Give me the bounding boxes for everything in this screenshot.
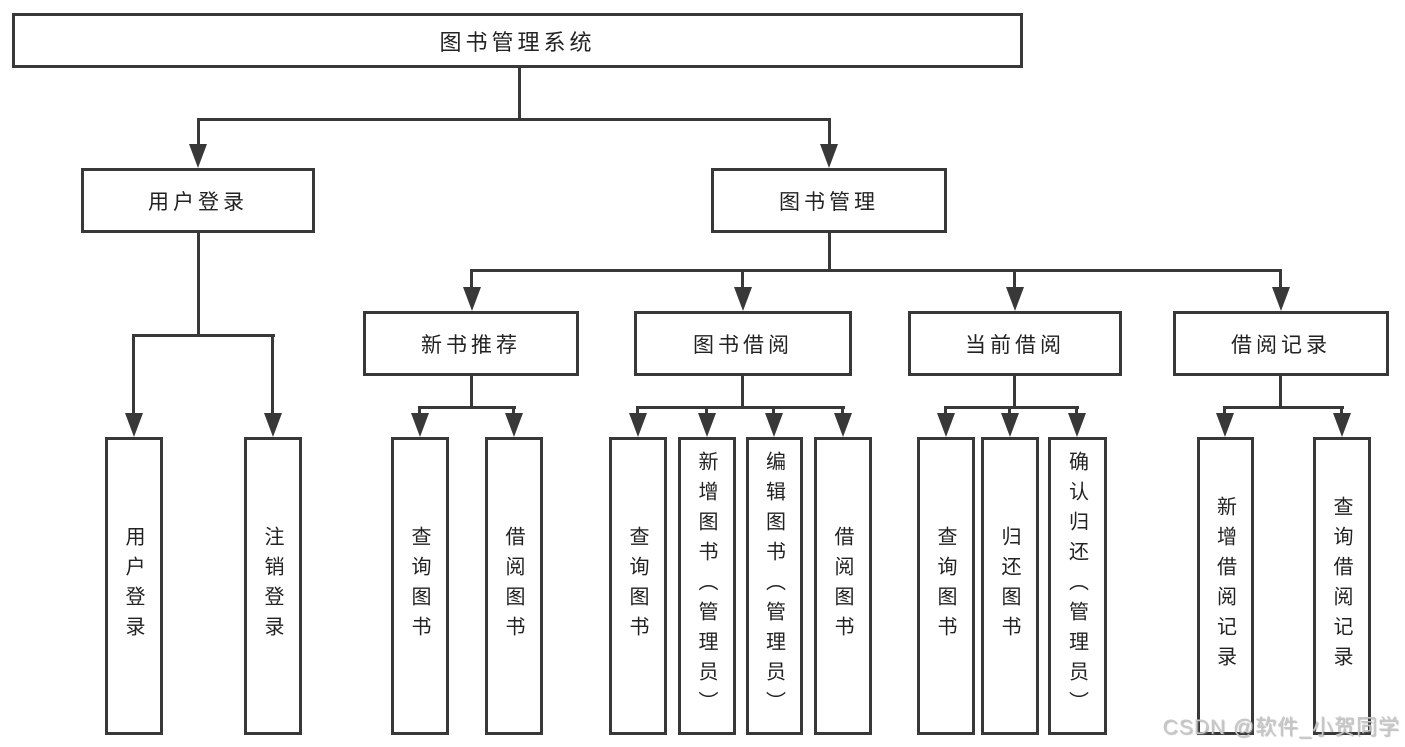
leaf-add-book-admin: 新增图书（管理员） [678, 437, 736, 735]
leaf-logout: 注销登录 [244, 437, 302, 735]
connector-line [197, 118, 200, 146]
connector-line [944, 406, 947, 415]
arrow-down-icon [505, 413, 523, 437]
arrow-down-icon [629, 413, 647, 437]
arrow-down-icon [463, 287, 481, 311]
arrow-down-icon [125, 413, 143, 437]
connector-line [828, 118, 831, 146]
leaf-query-borrow-record: 查询借阅记录 [1313, 437, 1371, 735]
connector-line [518, 66, 521, 120]
connector-line [470, 269, 473, 293]
node-library-management-system: 图书管理系统 [12, 13, 1023, 68]
connector-line [132, 334, 135, 416]
arrow-down-icon [765, 413, 783, 437]
connector-line [132, 334, 275, 337]
connector-line [512, 406, 515, 415]
leaf-add-borrow-record: 新增借阅记录 [1197, 437, 1254, 735]
connector-line [197, 233, 200, 336]
connector-line [944, 406, 1079, 409]
connector-line [772, 406, 775, 415]
connector-line [271, 334, 274, 416]
arrow-down-icon [698, 413, 716, 437]
connector-line [841, 406, 844, 415]
leaf-query-books-borrowing: 查询图书 [609, 437, 667, 735]
arrow-down-icon [189, 144, 207, 168]
connector-line [418, 406, 421, 415]
arrow-down-icon [834, 413, 852, 437]
connector-line [1013, 375, 1016, 408]
connector-line [470, 375, 473, 408]
arrow-down-icon [1333, 413, 1351, 437]
watermark-text: CSDN @软件_小贺同学 [1162, 716, 1400, 739]
connector-line [1075, 406, 1078, 415]
arrow-down-icon [1006, 287, 1024, 311]
node-book-management: 图书管理 [711, 168, 947, 233]
arrow-down-icon [1001, 413, 1019, 437]
connector-line [1279, 269, 1282, 293]
leaf-query-books-recommend: 查询图书 [391, 437, 449, 735]
connector-line [470, 269, 1282, 272]
connector-line [705, 406, 708, 415]
leaf-confirm-return-admin: 确认归还（管理员） [1048, 437, 1107, 735]
connector-line [828, 233, 831, 272]
leaf-user-login: 用户登录 [105, 437, 163, 735]
connector-line [197, 118, 831, 121]
connector-line [636, 406, 639, 415]
arrow-down-icon [1272, 287, 1290, 311]
node-book-borrowing: 图书借阅 [634, 311, 852, 376]
leaf-borrow-books-borrowing: 借阅图书 [814, 437, 872, 735]
connector-line [1008, 406, 1011, 415]
arrow-down-icon [1216, 413, 1234, 437]
arrow-down-icon [734, 287, 752, 311]
arrow-down-icon [411, 413, 429, 437]
connector-line [1223, 406, 1226, 415]
connector-line [636, 406, 845, 409]
connector-line [1013, 269, 1016, 293]
node-new-book-recommendation: 新书推荐 [363, 311, 579, 376]
connector-line [1279, 375, 1282, 408]
arrow-down-icon [1068, 413, 1086, 437]
node-borrowing-records: 借阅记录 [1173, 311, 1389, 376]
connector-line [741, 375, 744, 408]
arrow-down-icon [820, 144, 838, 168]
leaf-edit-book-admin: 编辑图书（管理员） [746, 437, 803, 735]
connector-line [741, 269, 744, 293]
node-current-borrowing: 当前借阅 [908, 311, 1122, 376]
connector-line [1223, 406, 1344, 409]
arrow-down-icon [937, 413, 955, 437]
leaf-return-books: 归还图书 [981, 437, 1039, 735]
leaf-query-books-current: 查询图书 [917, 437, 975, 735]
node-user-login: 用户登录 [81, 168, 315, 233]
arrow-down-icon [264, 413, 282, 437]
connector-line [1340, 406, 1343, 415]
leaf-borrow-books-recommend: 借阅图书 [485, 437, 543, 735]
connector-line [418, 406, 516, 409]
